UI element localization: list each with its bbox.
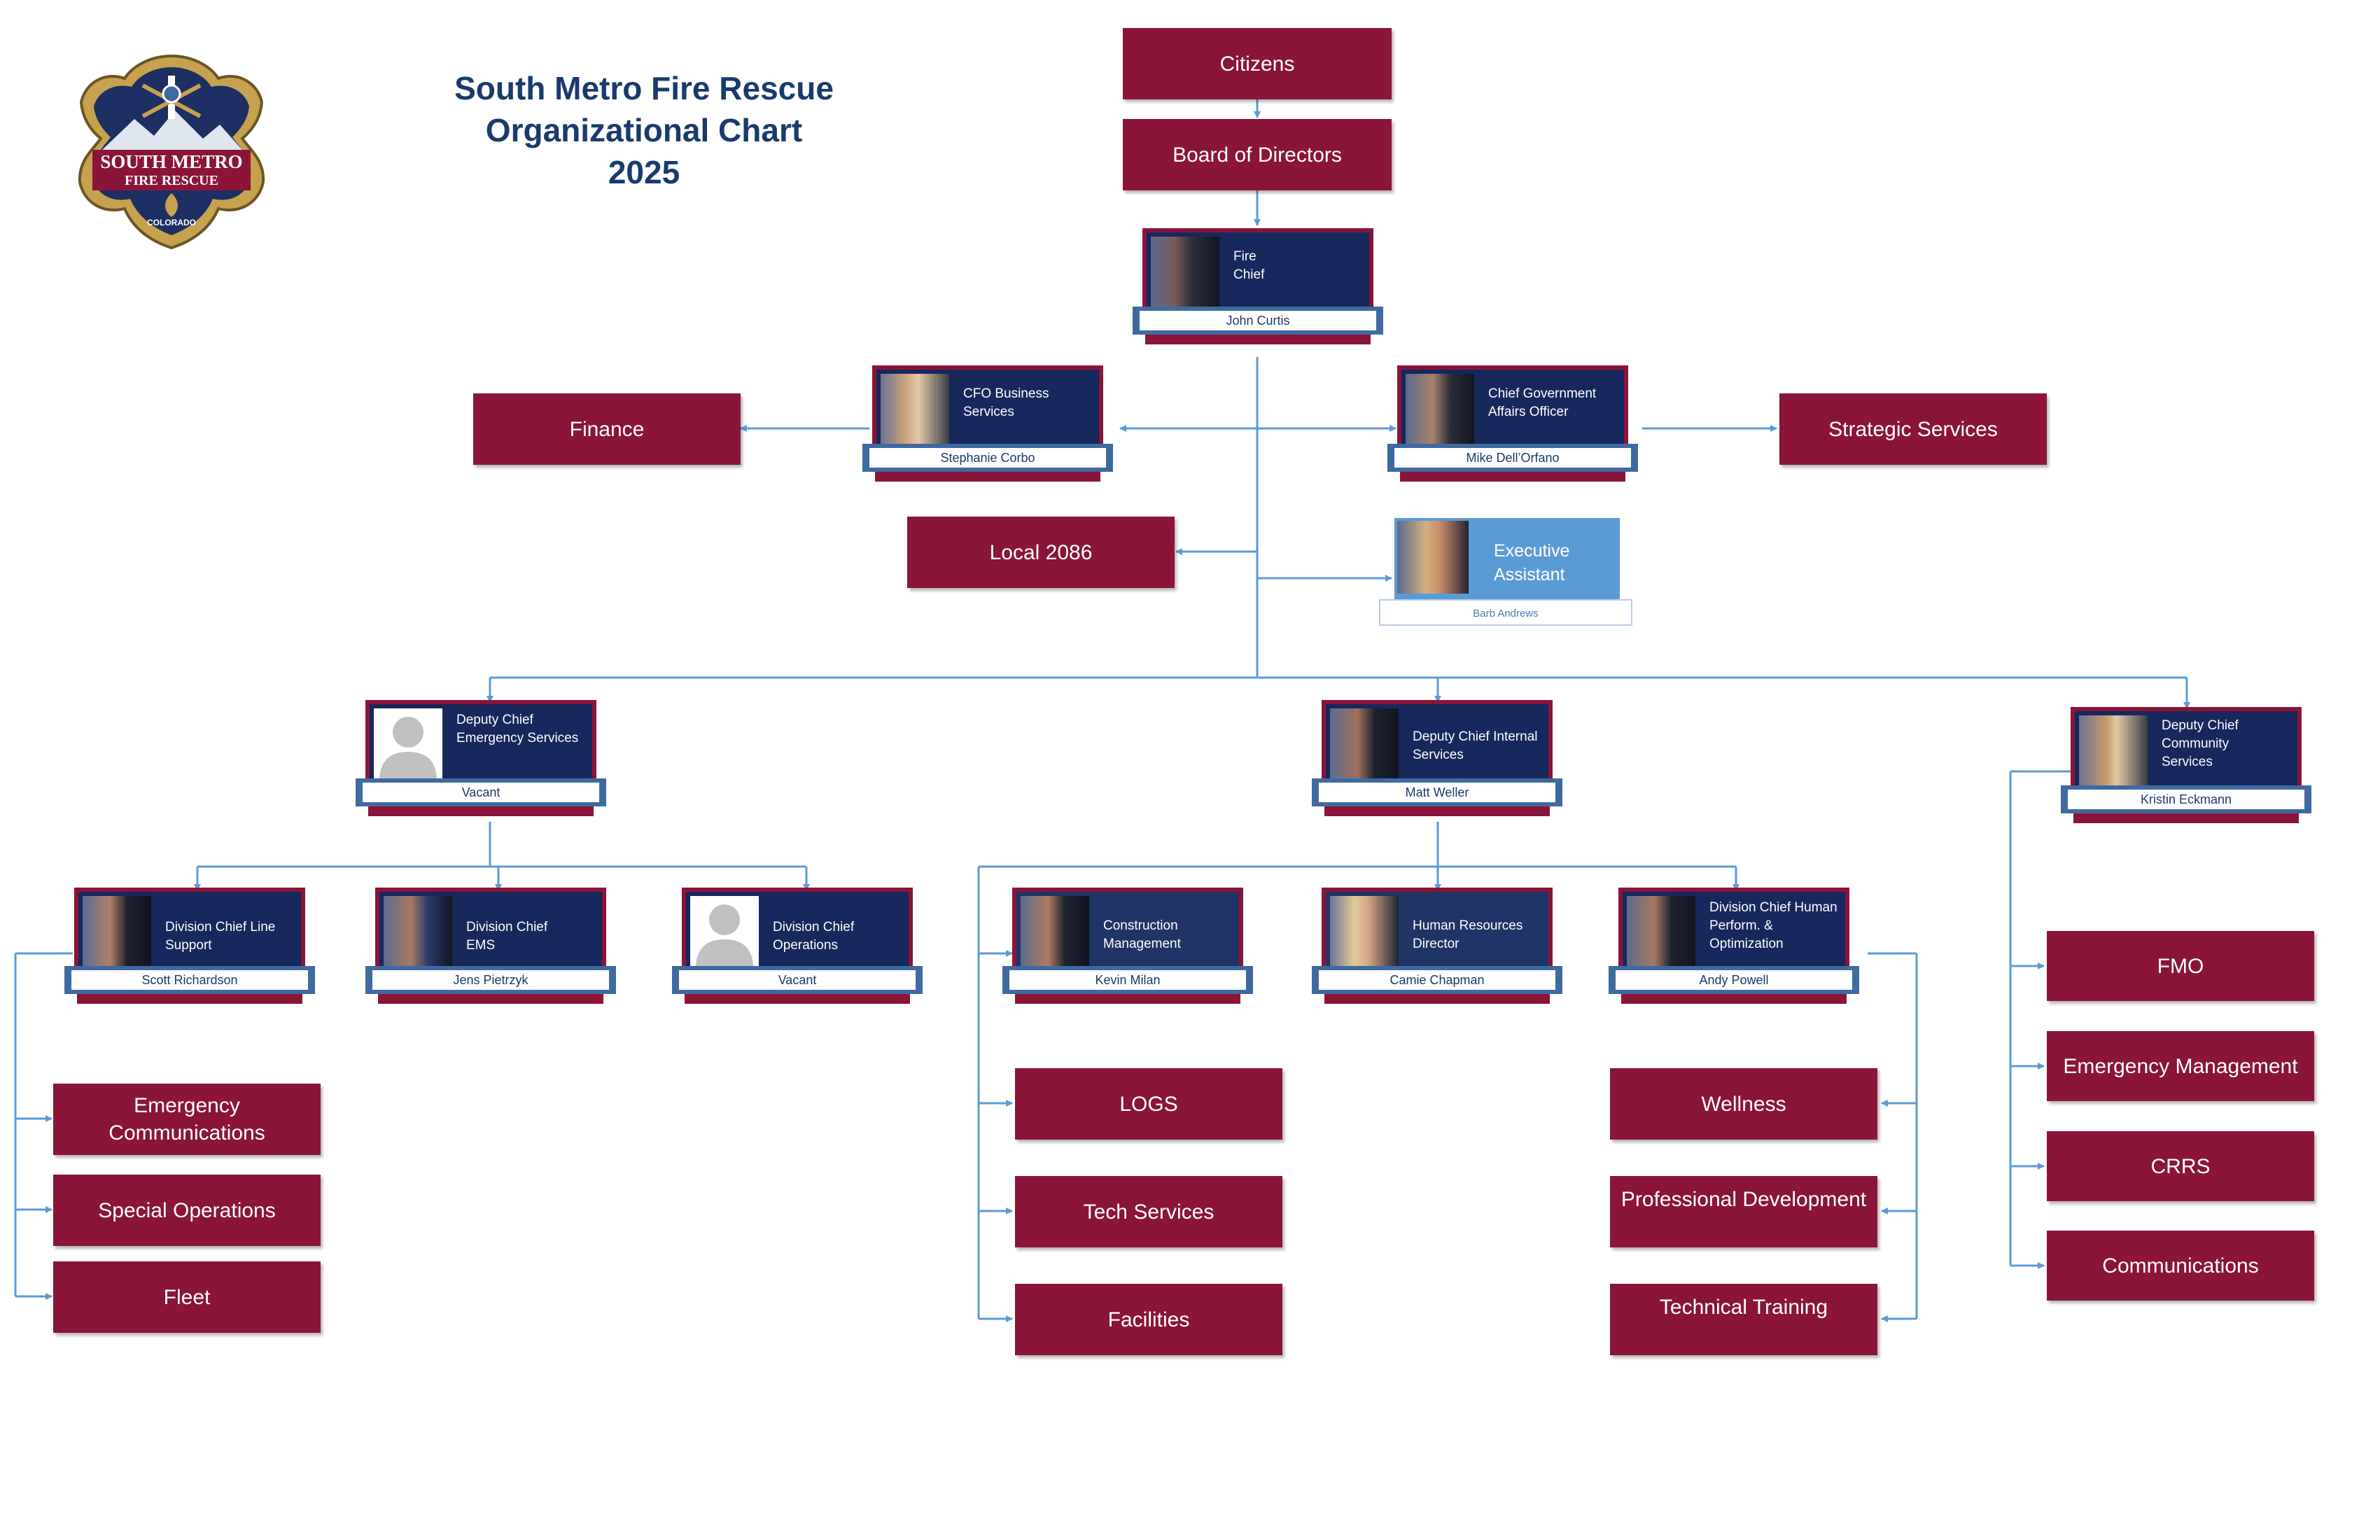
- portrait-photo: [1397, 521, 1469, 594]
- logo-line1: SOUTH METRO: [100, 151, 242, 172]
- technical-training-box: Technical Training: [1610, 1284, 1877, 1355]
- portrait-photo: [881, 374, 949, 447]
- flame-icon: [164, 193, 178, 217]
- division-chief-ems-card: Division Chief EMS Jens Pietrzyk: [365, 888, 616, 1010]
- division-chief-line-support-card: Division Chief Line Support Scott Richar…: [64, 888, 315, 1010]
- person-name: Stephanie Corbo: [869, 448, 1106, 468]
- person-name: Jens Pietrzyk: [372, 970, 609, 990]
- person-role: Division Chief Line Support: [165, 920, 276, 953]
- agency-logo: SOUTH METRO FIRE RESCUE COLORADO: [70, 52, 273, 255]
- person-role: Division Chief Operations: [773, 920, 855, 953]
- portrait-photo: [1330, 896, 1399, 969]
- person-name: Camie Chapman: [1319, 970, 1555, 990]
- executive-assistant-card: Executive Assistant Barb Andrews: [1379, 518, 1632, 640]
- person-name: Vacant: [363, 783, 599, 802]
- cgao-card: Chief Government Affairs Officer Mike De…: [1387, 365, 1638, 488]
- cfo-card: CFO Business Services Stephanie Corbo: [862, 365, 1113, 488]
- placeholder-avatar-icon: [374, 708, 442, 781]
- division-chief-hpo-card: Division Chief Human Perform. & Optimiza…: [1609, 888, 1859, 1010]
- logs-box: LOGS: [1015, 1068, 1282, 1140]
- emergency-communications-box: Emergency Communications: [53, 1084, 321, 1155]
- person-role: Division Chief Human Perform. & Optimiza…: [1709, 900, 1837, 951]
- local-2086-box: Local 2086: [907, 517, 1175, 588]
- deputy-chief-internal-services-card: Deputy Chief Internal Services Matt Well…: [1312, 700, 1562, 822]
- title-line-1: South Metro Fire Rescue: [454, 70, 834, 106]
- title-line-2: Organizational Chart: [485, 112, 803, 148]
- construction-management-card: Construction Management Kevin Milan: [1002, 888, 1253, 1010]
- portrait-photo: [1021, 896, 1089, 969]
- deputy-chief-emergency-services-card: Deputy Chief Emergency Services Vacant: [356, 700, 606, 822]
- person-role: Fire Chief: [1233, 249, 1265, 282]
- portrait-photo: [1330, 708, 1399, 781]
- emergency-management-box: Emergency Management: [2047, 1031, 2314, 1101]
- person-role: CFO Business Services: [963, 386, 1049, 419]
- title-line-3: 2025: [608, 154, 680, 190]
- portrait-photo: [83, 896, 151, 969]
- person-name: Vacant: [679, 970, 916, 990]
- fire-chief-card: Fire Chief John Curtis: [1133, 228, 1383, 351]
- tech-services-box: Tech Services: [1015, 1176, 1282, 1247]
- fleet-box: Fleet: [53, 1261, 321, 1333]
- fmo-box: FMO: [2047, 931, 2314, 1001]
- logo-line3: COLORADO: [147, 218, 196, 227]
- person-name: Andy Powell: [1616, 970, 1852, 990]
- special-operations-box: Special Operations: [53, 1175, 321, 1246]
- person-name: Barb Andrews: [1379, 599, 1632, 626]
- portrait-photo: [1151, 237, 1219, 309]
- person-name: Mike Dell’Orfano: [1394, 448, 1631, 468]
- person-role: Deputy Chief Internal Services: [1413, 729, 1538, 762]
- facilities-box: Facilities: [1015, 1284, 1282, 1355]
- person-role: Executive Assistant: [1494, 541, 1570, 584]
- citizens-box: Citizens: [1123, 28, 1392, 99]
- person-name: Scott Richardson: [71, 970, 308, 990]
- communications-box: Communications: [2047, 1231, 2314, 1301]
- person-name: Matt Weller: [1319, 783, 1555, 802]
- wellness-box: Wellness: [1610, 1068, 1877, 1140]
- division-chief-operations-card: Division Chief Operations Vacant: [672, 888, 923, 1010]
- person-name: Kevin Milan: [1009, 970, 1246, 990]
- board-of-directors-box: Board of Directors: [1123, 119, 1392, 190]
- crrs-box: CRRS: [2047, 1131, 2314, 1201]
- person-name: John Curtis: [1140, 311, 1376, 330]
- finance-box: Finance: [473, 393, 741, 465]
- chart-title: South Metro Fire Rescue Organizational C…: [392, 67, 896, 193]
- mountain-shape: [102, 111, 242, 150]
- portrait-photo: [1627, 896, 1695, 969]
- person-role: Human Resources Director: [1413, 918, 1523, 951]
- deputy-chief-community-services-card: Deputy Chief Community Services Kristin …: [2061, 707, 2311, 830]
- person-role: Construction Management: [1103, 918, 1181, 951]
- professional-development-box: Professional Development: [1610, 1176, 1877, 1247]
- person-name: Kristin Eckmann: [2068, 790, 2304, 809]
- person-role: Deputy Chief Community Services: [2162, 718, 2239, 769]
- person-role: Chief Government Affairs Officer: [1488, 386, 1597, 419]
- placeholder-avatar-icon: [690, 896, 759, 969]
- logo-line2: FIRE RESCUE: [125, 173, 218, 188]
- human-resources-director-card: Human Resources Director Camie Chapman: [1312, 888, 1562, 1010]
- portrait-photo: [384, 896, 452, 969]
- person-role: Deputy Chief Emergency Services: [456, 713, 579, 746]
- portrait-photo: [2079, 715, 2148, 788]
- person-role: Division Chief EMS: [466, 920, 548, 953]
- portrait-photo: [1406, 374, 1474, 447]
- strategic-services-box: Strategic Services: [1779, 393, 2047, 465]
